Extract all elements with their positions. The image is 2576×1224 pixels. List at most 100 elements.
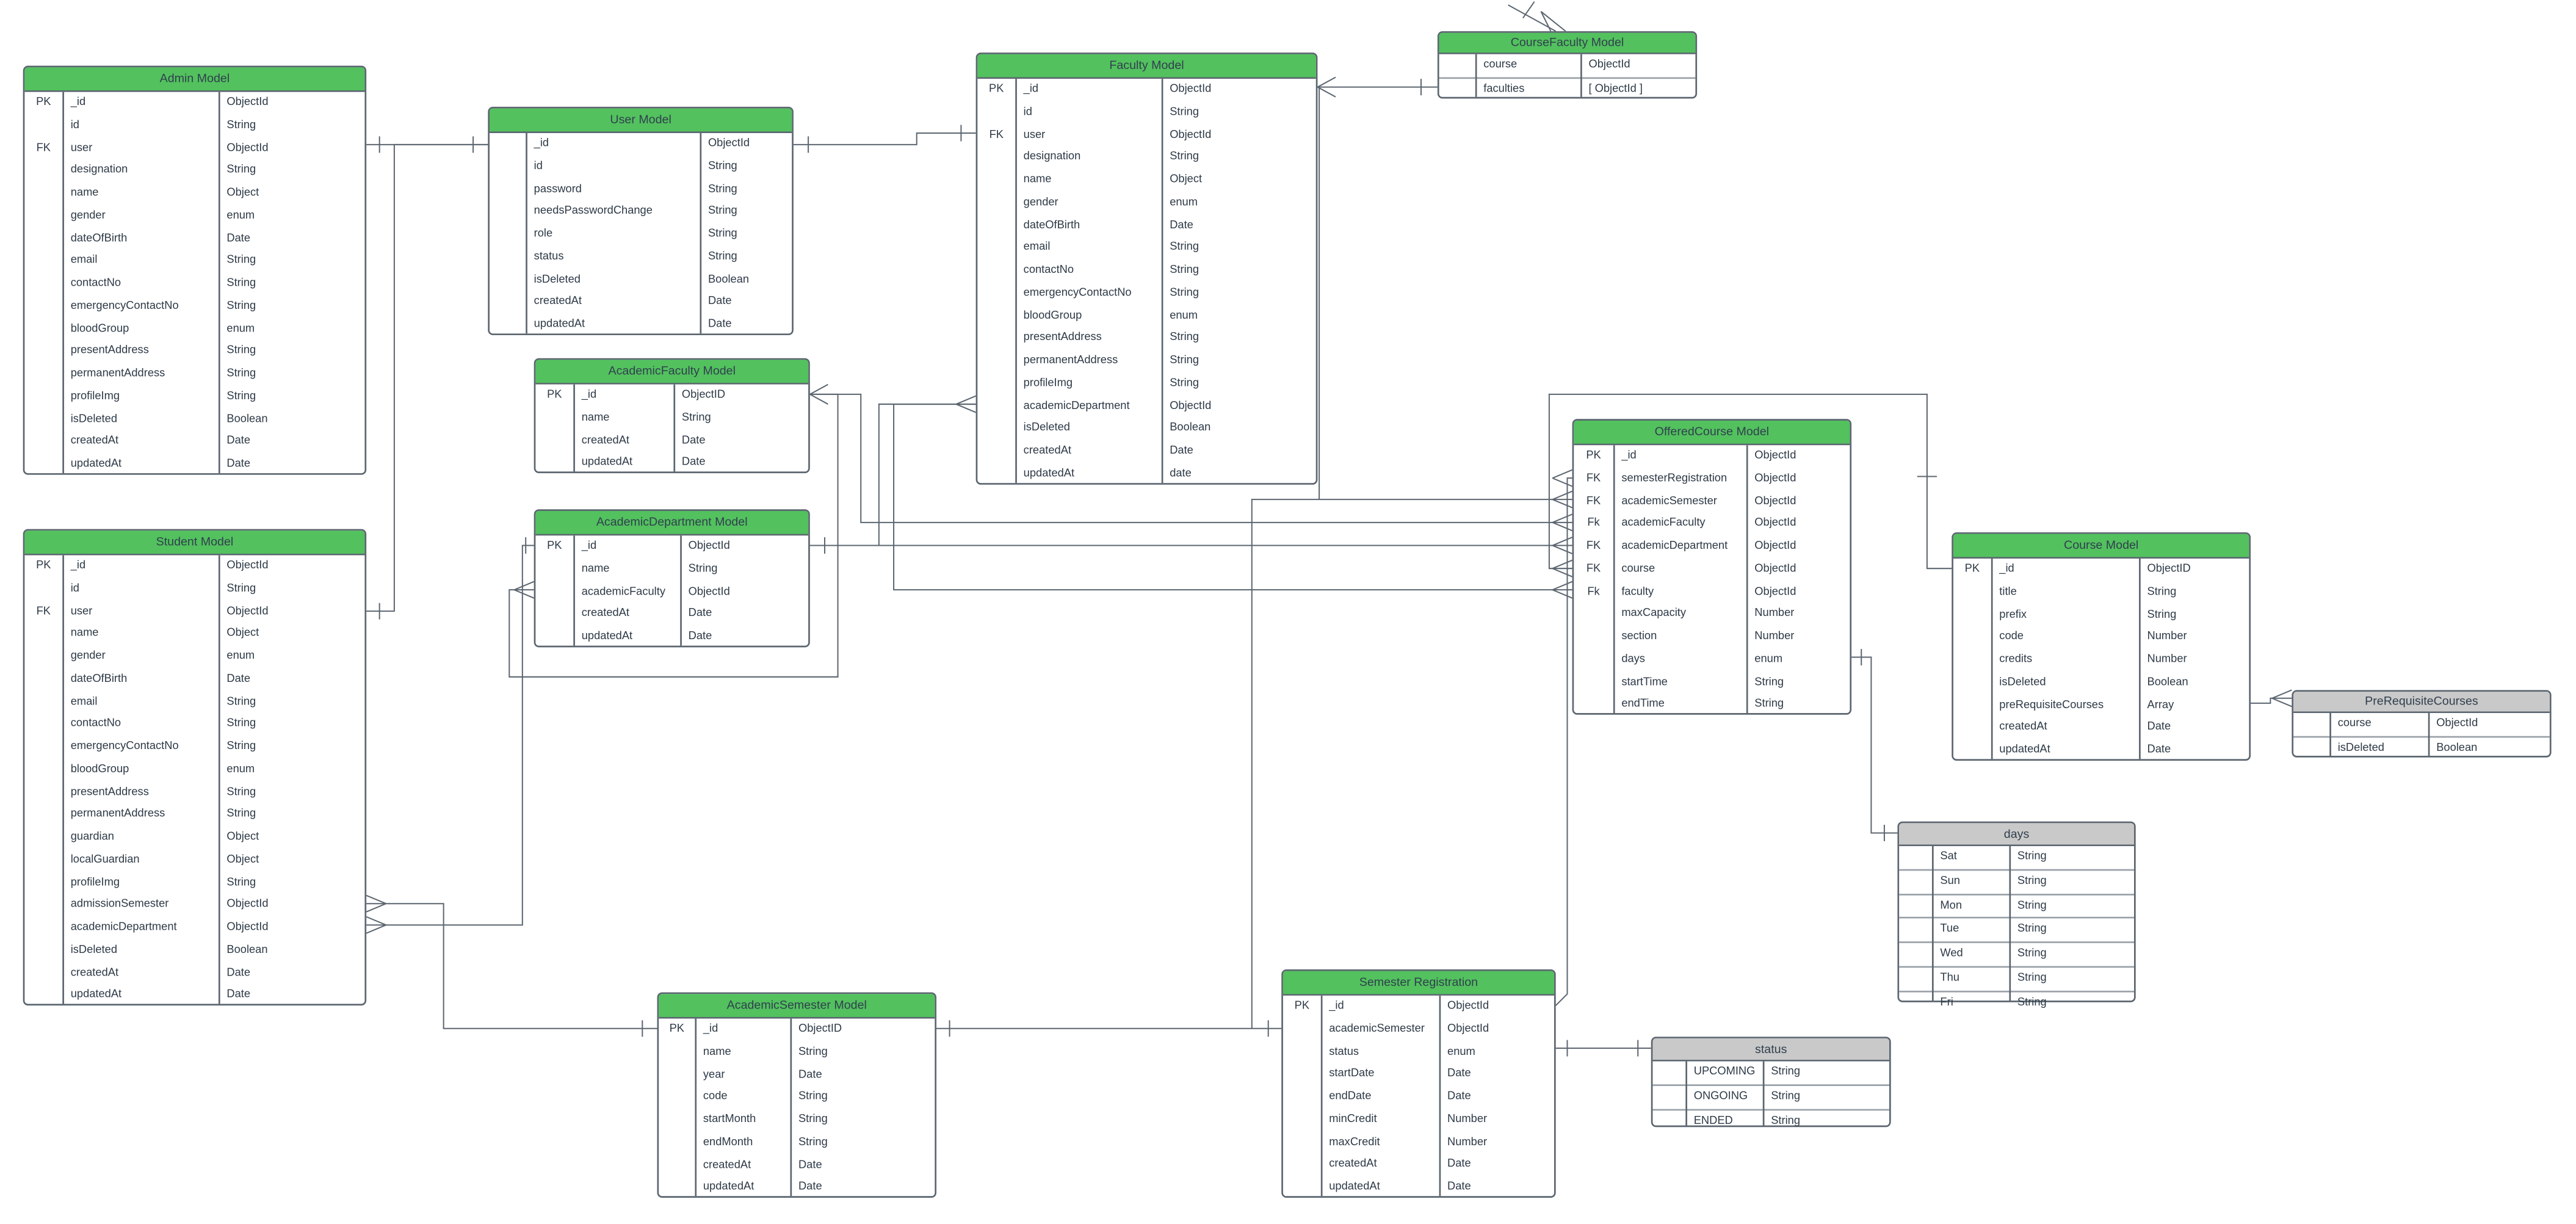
- key-label: PK: [1294, 1001, 1310, 1012]
- field-type: enum: [226, 209, 255, 222]
- connector-user-faculty[interactable]: [793, 125, 976, 153]
- field-name: _id: [703, 1023, 718, 1035]
- field-type: ObjectId: [226, 142, 269, 154]
- field-name: Sat: [1940, 851, 1957, 863]
- connector-academicdepartment-faculty[interactable]: [809, 395, 977, 554]
- field-type: Date: [688, 608, 712, 620]
- connector-academicsemester-semesterregistration[interactable]: [936, 1020, 1282, 1037]
- field-name: emergencyContactNo: [1023, 287, 1132, 299]
- connector-semesterregistration-offeredcourse[interactable]: [1552, 469, 1572, 1006]
- table-title: Faculty Model: [977, 54, 1316, 79]
- connector-student-user[interactable]: [366, 143, 488, 620]
- field-type: ObjectId: [226, 921, 269, 933]
- connector-semesterregistration-status[interactable]: [1555, 1040, 1651, 1057]
- field-type: Date: [707, 296, 732, 308]
- field-name: Tue: [1940, 924, 1959, 936]
- field-name: _id: [1999, 563, 2014, 575]
- key-label: FK: [1586, 563, 1601, 575]
- field-type: String: [707, 161, 737, 172]
- connector-academicfaculty-academicdepartment[interactable]: [508, 393, 839, 678]
- field-name: updatedAt: [581, 457, 633, 469]
- cardinality-marker: [1552, 490, 1572, 501]
- field-name: _id: [1329, 1001, 1344, 1012]
- column-divider: [1746, 445, 1748, 714]
- field-name: isDeleted: [534, 273, 581, 285]
- cardinality-marker: [1540, 11, 1552, 32]
- field-type: Date: [688, 631, 712, 643]
- connector-course-prerequisitecourses[interactable]: [2251, 689, 2292, 708]
- field-name: presentAddress: [70, 345, 149, 357]
- field-type: Number: [1447, 1114, 1488, 1125]
- field-type: Object: [226, 628, 259, 640]
- field-name: name: [581, 563, 610, 575]
- connector-coursefaculty-top-stub[interactable]: [1508, 1, 1566, 32]
- field-name: code: [703, 1091, 728, 1103]
- column-divider: [1991, 559, 1993, 759]
- field-name: user: [1023, 129, 1046, 141]
- field-name: email: [1023, 242, 1051, 254]
- connector-student-academicdepartment[interactable]: [366, 537, 534, 934]
- field-type: [ ObjectId ]: [1588, 83, 1643, 95]
- connector-academicsemester-offeredcourse[interactable]: [1251, 490, 1572, 1029]
- field-type: ObjectId: [1170, 129, 1212, 141]
- key-label: FK: [1586, 473, 1601, 485]
- table-row: email String: [977, 237, 1315, 259]
- field-type: String: [798, 1091, 828, 1103]
- field-type: String: [1170, 242, 1199, 254]
- connector-faculty-offeredcourse[interactable]: [893, 404, 1572, 599]
- field-name: admissionSemester: [70, 899, 169, 911]
- field-name: gender: [70, 209, 106, 222]
- table-title: days: [1899, 823, 2134, 847]
- connector-student-admissionsemester[interactable]: [366, 894, 657, 1037]
- field-name: course: [2337, 718, 2372, 730]
- field-type: Number: [1447, 1136, 1488, 1148]
- connector-course-offeredcourse[interactable]: [1548, 393, 1952, 578]
- connector-academicdepartment-offeredcourse[interactable]: [809, 537, 1572, 554]
- field-name: needsPasswordChange: [534, 206, 653, 217]
- key-label: FK: [1586, 540, 1601, 552]
- field-type: ObjectId: [688, 585, 730, 598]
- key-label: FK: [989, 129, 1004, 141]
- field-type: Object: [226, 831, 259, 843]
- connector-faculty-coursefaculty[interactable]: [1317, 76, 1438, 98]
- field-type: ObjectId: [1754, 563, 1796, 575]
- field-type: Date: [2147, 744, 2171, 756]
- table-title: AcademicSemester Model: [659, 994, 935, 1019]
- field-name: ONGOING: [1693, 1090, 1748, 1103]
- field-type: String: [798, 1046, 828, 1058]
- field-type: Date: [1447, 1068, 1471, 1080]
- connector-offeredcourse-days[interactable]: [1851, 649, 1898, 841]
- field-name: bloodGroup: [70, 763, 129, 775]
